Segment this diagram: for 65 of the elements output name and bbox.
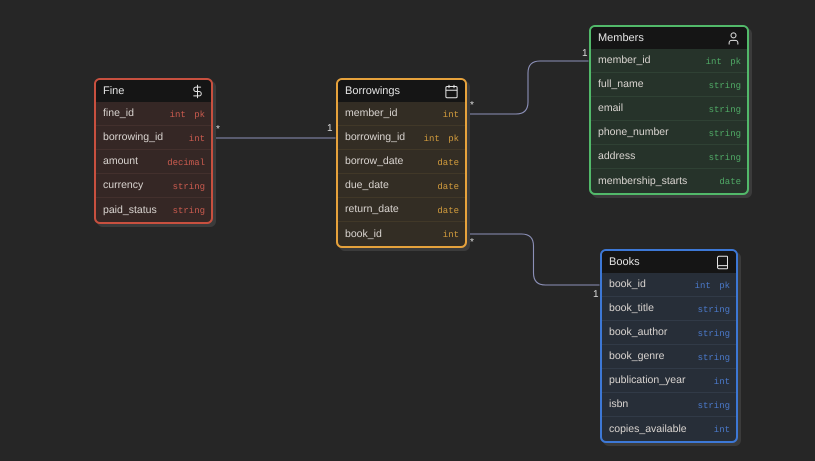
column-type: string xyxy=(698,304,730,314)
column-type: int xyxy=(188,132,205,144)
column-name: borrow_date xyxy=(345,156,404,167)
column-type: date xyxy=(437,180,459,192)
table-card xyxy=(600,249,738,443)
cardinality-label: 1 xyxy=(327,124,333,134)
column-type: int pk xyxy=(170,108,205,120)
column-type: int pk xyxy=(424,132,459,144)
relationship-line xyxy=(468,233,600,286)
column-type: int pk xyxy=(706,56,741,66)
column-type: string xyxy=(172,180,205,192)
cardinality-label: * xyxy=(216,125,220,135)
column-type: date xyxy=(437,156,459,168)
column-name: address xyxy=(598,151,636,162)
column-name: borrowing_id xyxy=(103,132,164,143)
column-type: string xyxy=(698,400,730,410)
column-type: int xyxy=(442,229,459,240)
column-name: member_id xyxy=(598,55,651,66)
column-name: email xyxy=(598,103,624,114)
column-name: isbn xyxy=(609,399,628,410)
table-card xyxy=(589,25,749,195)
column-name: book_id xyxy=(609,279,646,290)
table-card xyxy=(94,78,213,224)
cardinality-label: 1 xyxy=(582,49,588,59)
column-type: int xyxy=(714,424,730,435)
cardinality-label: * xyxy=(470,238,474,248)
column-type: int xyxy=(714,376,730,386)
table-card xyxy=(336,78,467,248)
column-name: copies_available xyxy=(609,424,687,434)
table-title: Members xyxy=(598,32,644,44)
column-name: return_date xyxy=(345,204,399,215)
column-name: currency xyxy=(103,180,144,191)
column-type: int pk xyxy=(694,280,730,290)
table-title: Fine xyxy=(103,86,124,96)
column-name: book_id xyxy=(345,228,382,240)
relationship-line xyxy=(214,137,336,139)
column-type: decimal xyxy=(167,156,205,168)
column-type: date xyxy=(437,204,459,216)
column-name: phone_number xyxy=(598,127,669,138)
cardinality-label: 1 xyxy=(593,290,599,300)
column-name: fine_id xyxy=(103,108,134,119)
column-name: membership_starts xyxy=(598,176,688,186)
relationship-line xyxy=(468,60,588,115)
column-name: due_date xyxy=(345,180,389,191)
column-name: member_id xyxy=(345,108,398,119)
column-name: book_genre xyxy=(609,351,664,362)
column-name: full_name xyxy=(598,79,644,90)
table-title: Borrowings xyxy=(345,86,400,96)
column-type: string xyxy=(708,80,741,90)
column-type: date xyxy=(719,176,741,187)
column-type: string xyxy=(698,352,730,362)
column-type: string xyxy=(708,128,741,138)
table-title: Books xyxy=(609,256,640,268)
column-name: book_author xyxy=(609,327,668,338)
column-name: publication_year xyxy=(609,375,686,386)
column-name: amount xyxy=(103,156,138,167)
cardinality-label: * xyxy=(470,101,474,111)
column-type: int xyxy=(442,108,459,120)
column-name: book_title xyxy=(609,303,654,314)
column-type: string xyxy=(698,328,730,338)
column-type: string xyxy=(172,205,205,216)
column-name: paid_status xyxy=(103,204,157,216)
column-type: string xyxy=(708,152,741,162)
column-type: string xyxy=(708,104,741,114)
column-name: borrowing_id xyxy=(345,132,406,143)
